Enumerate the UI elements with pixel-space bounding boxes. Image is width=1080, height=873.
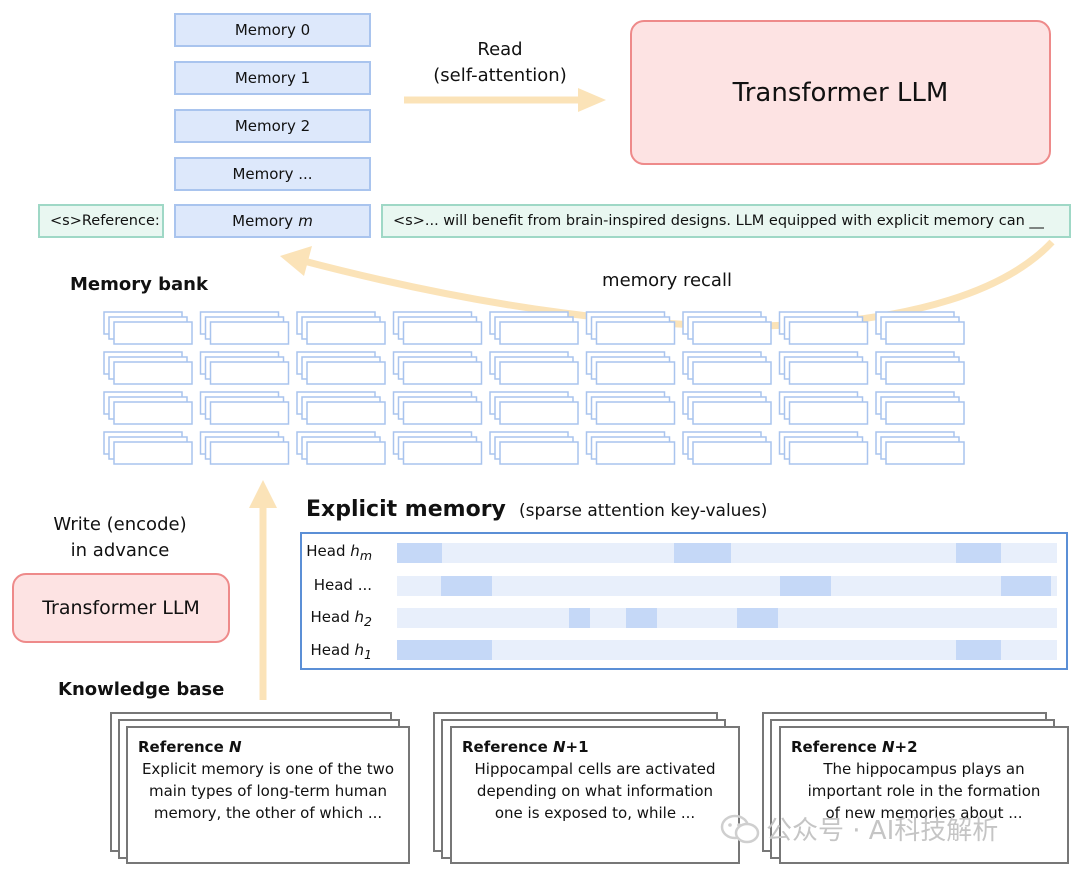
reference-prefix-box: <s>Reference: xyxy=(38,204,164,238)
reference-card-n: Reference N Explicit memory is one of th… xyxy=(126,726,410,864)
memory-bank-block xyxy=(402,441,483,465)
memory-bank-block xyxy=(113,321,193,345)
attention-segment xyxy=(569,608,590,628)
attention-segment xyxy=(397,640,492,660)
reference-title: Reference N xyxy=(138,738,242,756)
reference-line: depending on what information xyxy=(476,782,714,800)
transformer-llm-bottom: Transformer LLM xyxy=(12,573,230,643)
memory-bank-block xyxy=(692,401,772,425)
reference-title: Reference N+1 xyxy=(462,738,589,756)
reference-line: The hippocampus plays an xyxy=(823,760,1025,778)
memory-bank-block xyxy=(306,441,386,465)
memory-bank-block xyxy=(402,321,483,345)
head-bar-ellipsis xyxy=(397,576,1057,596)
read-label: Read (self-attention) xyxy=(433,39,567,86)
memory-bank-block xyxy=(595,321,676,345)
reference-line: memory, the other of which ... xyxy=(153,804,383,822)
reference-line: Hippocampal cells are activated xyxy=(474,760,716,778)
memory-bank-block xyxy=(306,321,386,345)
reference-line: of new memories about ... xyxy=(825,804,1023,822)
memory-bank-block xyxy=(499,401,579,425)
memory-bank-block xyxy=(113,401,193,425)
memory-bank-block xyxy=(885,361,965,385)
read-arrow xyxy=(404,88,606,112)
memory-bank-block xyxy=(209,361,290,385)
memory-bank-block xyxy=(499,441,579,465)
memory-slot-0: Memory 0 xyxy=(174,13,371,47)
attention-segment xyxy=(626,608,657,628)
memory-bank-block xyxy=(885,401,965,425)
attention-segment xyxy=(956,640,1001,660)
memory-bank-block xyxy=(499,321,579,345)
write-label: Write (encode) in advance xyxy=(53,514,187,561)
memory-bank-block xyxy=(209,441,290,465)
memory-bank-block xyxy=(692,441,772,465)
explicit-memory-heading: Explicit memory (sparse attention key-va… xyxy=(306,497,767,522)
attention-segment xyxy=(397,543,442,563)
memory-slot-1: Memory 1 xyxy=(174,61,371,95)
reference-line: main types of long-term human xyxy=(148,782,388,800)
memory-bank-block xyxy=(209,401,290,425)
head-label-2: Head h2 xyxy=(310,608,372,629)
memory-bank-label: Memory bank xyxy=(70,274,208,295)
head-bar-m xyxy=(397,543,1057,563)
attention-segment xyxy=(956,543,1001,563)
memory-bank-block xyxy=(402,401,483,425)
memory-bank-block xyxy=(402,361,483,385)
memory-bank-block xyxy=(595,401,676,425)
knowledge-base-label: Knowledge base xyxy=(58,679,225,700)
memory-bank-grid xyxy=(103,311,965,465)
explicit-memory-panel: Head hm Head ... Head h2 Head h1 xyxy=(300,532,1068,670)
memory-bank-block xyxy=(788,361,869,385)
memory-bank-block xyxy=(692,361,772,385)
memory-bank-block xyxy=(306,401,386,425)
context-sentence-box: <s>... will benefit from brain-inspired … xyxy=(381,204,1071,238)
reference-card-n-plus-1: Reference N+1 Hippocampal cells are acti… xyxy=(450,726,740,864)
memory-bank-block xyxy=(499,361,579,385)
memory-bank-block xyxy=(306,361,386,385)
head-bar-1 xyxy=(397,640,1057,660)
transformer-llm-top: Transformer LLM xyxy=(630,20,1051,165)
attention-segment xyxy=(780,576,831,596)
memory-slot-2: Memory 2 xyxy=(174,109,371,143)
head-label-ellipsis: Head ... xyxy=(313,576,372,594)
memory-bank-block xyxy=(595,441,676,465)
memory-bank-block xyxy=(885,441,965,465)
memory-bank-block xyxy=(113,361,193,385)
head-label-1: Head h1 xyxy=(310,641,372,662)
memory-bank-block xyxy=(788,441,869,465)
memory-bank-block xyxy=(692,321,772,345)
attention-segment xyxy=(674,543,731,563)
memory-bank-block xyxy=(885,321,965,345)
reference-title: Reference N+2 xyxy=(791,738,918,756)
reference-line: one is exposed to, while ... xyxy=(494,804,696,822)
explicit-memory-subtitle: (sparse attention key-values) xyxy=(518,501,768,521)
write-arrow xyxy=(249,480,277,700)
reference-line: important role in the formation xyxy=(807,782,1041,800)
wechat-icon xyxy=(720,814,760,843)
head-bar-2 xyxy=(397,608,1057,628)
explicit-memory-title: Explicit memory xyxy=(306,497,506,522)
memory-bank-block xyxy=(209,321,290,345)
head-label-m: Head hm xyxy=(306,542,372,563)
attention-segment xyxy=(441,576,492,596)
reference-line: Explicit memory is one of the two xyxy=(141,760,395,778)
watermark: 公众号 · AI科技解析 xyxy=(720,810,998,847)
reference-card-n-plus-2: Reference N+2 The hippocampus plays an i… xyxy=(779,726,1069,864)
memory-slot-ellipsis: Memory ... xyxy=(174,157,371,191)
memory-recall-label: memory recall xyxy=(602,270,732,291)
attention-segment xyxy=(1001,576,1051,596)
attention-segment xyxy=(737,608,778,628)
memory-bank-block xyxy=(788,401,869,425)
memory-bank-block xyxy=(595,361,676,385)
memory-bank-block xyxy=(113,441,193,465)
memory-bank-block xyxy=(788,321,869,345)
